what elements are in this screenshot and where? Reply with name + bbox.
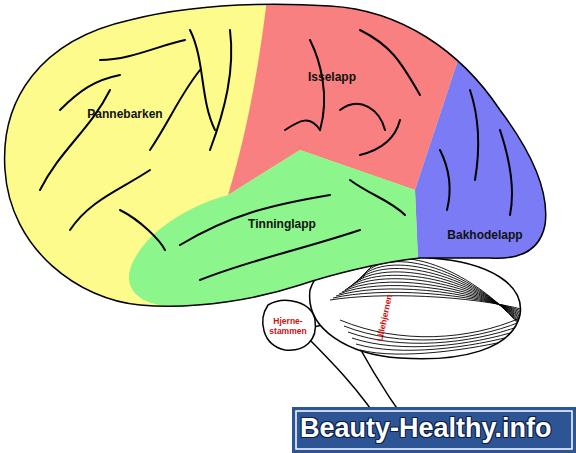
node-text: Tinninglapp: [248, 218, 316, 232]
occipital-lobe: [415, 20, 576, 262]
node-text: Hjerne- stammen: [265, 317, 311, 337]
node-text: Pannebarken: [87, 108, 162, 122]
lobe-label: Bakhodelapp: [447, 229, 522, 243]
cerebellum-folia: [336, 289, 525, 314]
lobe-label: Tinninglapp: [248, 218, 316, 232]
lobe-label: Isselapp: [308, 71, 356, 85]
cerebellum-folia: [351, 272, 525, 324]
node-text: Isselapp: [308, 71, 356, 85]
node-text: Bakhodelapp: [447, 229, 522, 243]
watermark: Beauty-Healthy.info: [300, 413, 552, 444]
watermark-frame: [296, 411, 572, 449]
cerebellum-folia: [342, 282, 525, 318]
cerebellum-folia: [339, 286, 525, 316]
brainstem-label: Hjerne- stammen: [265, 317, 311, 337]
temporal-lobe: [129, 150, 418, 306]
cerebellum-folia: [348, 275, 525, 322]
cerebellum-folia: [345, 279, 525, 320]
lobe-label: Pannebarken: [87, 108, 162, 122]
pons-shape: [263, 300, 316, 350]
watermark-band: [292, 407, 576, 453]
sulci: [40, 30, 512, 280]
lobe-borders: [5, 4, 546, 306]
